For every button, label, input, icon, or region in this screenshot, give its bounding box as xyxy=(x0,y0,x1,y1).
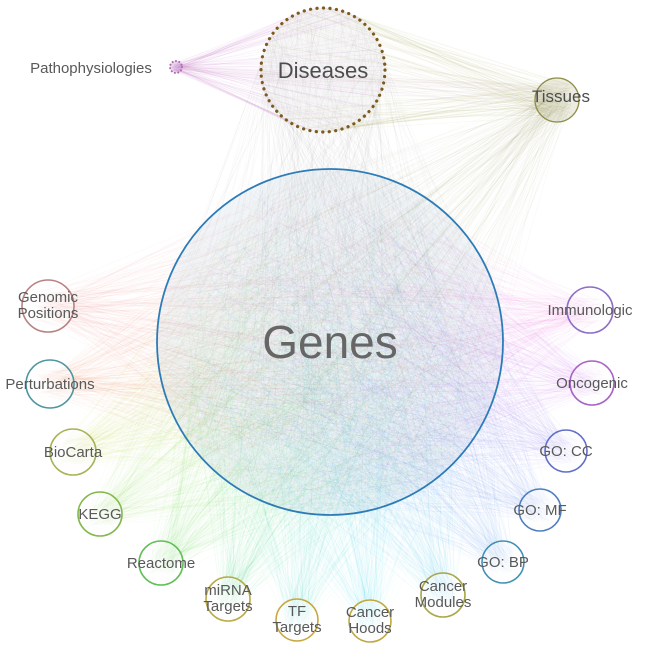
node-label-kegg: KEGG xyxy=(78,506,121,523)
diseases-label: Diseases xyxy=(278,58,368,83)
node-label-cancer-modules: Cancer xyxy=(419,578,467,595)
edge-bundle-mirna-targets xyxy=(175,174,488,611)
node-circle-cancer-modules[interactable] xyxy=(420,572,466,618)
node-circle-reactome[interactable] xyxy=(138,540,184,586)
edge-bundle-pathophysiologies-tissues xyxy=(173,63,571,115)
genes-node[interactable] xyxy=(156,168,504,516)
pathophysiologies-label: Pathophysiologies xyxy=(30,60,152,77)
node-label-mirna-targets: miRNA xyxy=(204,582,252,599)
edge-bundle-tf-targets xyxy=(173,175,489,632)
node-circle-cancer-hoods[interactable] xyxy=(348,599,392,643)
pathophysiologies-node[interactable] xyxy=(169,60,183,74)
edge-bundle-diseases-genes xyxy=(163,7,500,506)
edge-bundle-pathophysiologies-diseases xyxy=(171,7,386,132)
edge-bundle-immunologic xyxy=(163,190,603,498)
genes-label: Genes xyxy=(262,316,398,368)
tissues-label: Tissues xyxy=(532,87,590,106)
node-label-cancer-hoods: Cancer xyxy=(346,604,394,621)
node-label-oncogenic: Oncogenic xyxy=(556,375,628,392)
edge-bundle-kegg xyxy=(87,176,491,527)
node-label-cancer-modules: Modules xyxy=(415,594,472,611)
node-circle-biocarta[interactable] xyxy=(49,428,97,476)
diseases-node[interactable] xyxy=(259,6,387,134)
node-circle-kegg[interactable] xyxy=(77,491,123,537)
edge-bundle-tissues-genes xyxy=(161,84,573,507)
edge-bundle-biocarta xyxy=(60,185,498,507)
node-label-tf-targets: TF xyxy=(288,603,306,620)
node-circle-go-mf[interactable] xyxy=(518,488,562,532)
node-circle-perturbations[interactable] xyxy=(25,359,75,409)
edge-bundle-go-bp xyxy=(169,188,515,574)
node-circle-mirna-targets[interactable] xyxy=(205,576,251,622)
node-label-tf-targets: Targets xyxy=(272,619,321,636)
node-label-go-cc: GO: CC xyxy=(539,443,593,460)
node-label-cancer-hoods: Hoods xyxy=(348,620,391,637)
node-circle-immunologic[interactable] xyxy=(566,286,614,334)
node-label-perturbations: Perturbations xyxy=(5,376,94,393)
edge-bundle-cancer-hoods xyxy=(167,174,502,633)
edge-bundle-reactome xyxy=(148,175,501,575)
edge-bundle-oncogenic xyxy=(164,175,605,505)
node-label-go-bp: GO: BP xyxy=(477,554,529,571)
node-circle-go-bp[interactable] xyxy=(481,540,525,584)
node-circle-oncogenic[interactable] xyxy=(569,360,615,406)
node-label-reactome: Reactome xyxy=(127,555,195,572)
node-circle-genomic-positions[interactable] xyxy=(21,279,75,333)
tissues-node[interactable] xyxy=(534,77,580,123)
edge-bundle-cancer-modules xyxy=(177,180,496,608)
node-circle-go-cc[interactable] xyxy=(544,429,588,473)
edge-bundle-perturbations xyxy=(36,175,496,511)
node-circle-tf-targets[interactable] xyxy=(275,598,319,642)
edge-bundle-genomic-positions xyxy=(33,179,497,492)
node-label-biocarta: BioCarta xyxy=(44,444,103,461)
node-label-go-mf: GO: MF xyxy=(513,502,566,519)
node-label-mirna-targets: Targets xyxy=(203,598,252,615)
node-label-immunologic: Immunologic xyxy=(547,302,633,319)
node-label-genomic-positions: Positions xyxy=(18,305,79,322)
edge-bundle-diseases-tissues xyxy=(260,7,574,133)
node-label-genomic-positions: Genomic xyxy=(18,289,79,306)
edge-bundle-go-cc xyxy=(158,170,578,512)
